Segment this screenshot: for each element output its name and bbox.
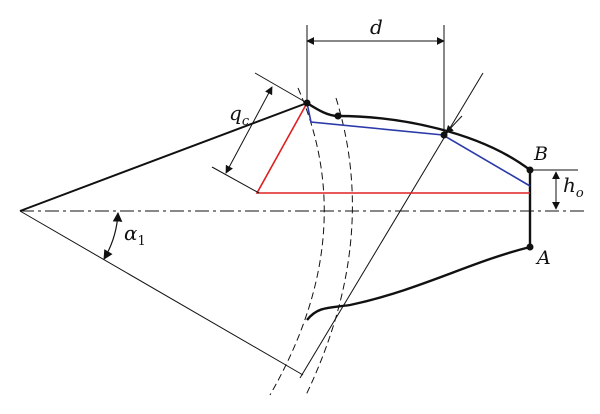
upper-cone-line bbox=[19, 102, 308, 212]
dashed-arc-outer bbox=[305, 97, 353, 396]
label-qc: qc bbox=[229, 101, 250, 129]
profile-top-curve bbox=[306, 101, 531, 171]
alpha-angle-arc bbox=[103, 212, 123, 260]
label-B: B bbox=[533, 143, 548, 165]
label-A: A bbox=[535, 247, 551, 269]
lower-cone-line bbox=[19, 210, 304, 376]
dashed-arc-inner bbox=[269, 87, 325, 396]
qc-extension-top bbox=[254, 72, 308, 104]
label-d: d bbox=[370, 15, 383, 39]
intersection-pointer-arrow bbox=[445, 115, 463, 134]
label-alpha1: α1 bbox=[124, 221, 146, 249]
point-B bbox=[526, 166, 534, 174]
point-tip bbox=[303, 99, 311, 107]
point-intersection bbox=[440, 131, 448, 139]
qc-extension-bottom bbox=[211, 166, 260, 194]
label-ho: ho bbox=[563, 173, 584, 201]
point-inner bbox=[334, 112, 342, 120]
qc-dimension-line bbox=[225, 86, 273, 174]
blue-construction-lines bbox=[306, 102, 531, 187]
point-A bbox=[526, 243, 534, 251]
profile-bottom-curve bbox=[306, 245, 531, 321]
inclined-construction-line bbox=[299, 72, 484, 379]
red-construction-lines bbox=[255, 102, 530, 194]
